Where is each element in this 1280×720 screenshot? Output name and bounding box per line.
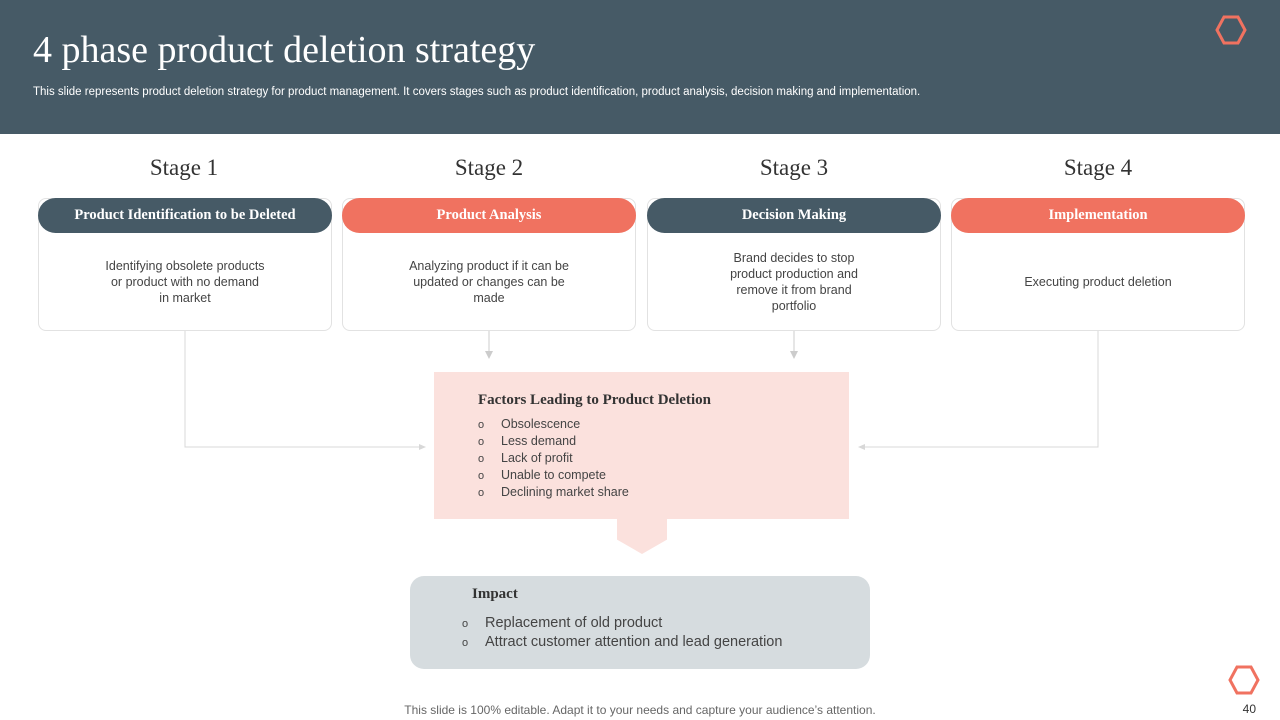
- page-subtitle: This slide represents product deletion s…: [33, 86, 921, 98]
- arrowhead-stage-3: [790, 351, 798, 359]
- factors-title: Factors Leading to Product Deletion: [478, 392, 712, 408]
- impact-title: Impact: [472, 586, 518, 602]
- stage-4-card: Implementation Executing product deletio…: [951, 198, 1245, 331]
- connector-stage-1: [184, 331, 420, 448]
- stage-3-heading: Decision Making: [647, 198, 941, 233]
- stage-3-label: Stage 3: [759, 155, 829, 180]
- stage-1-label: Stage 1: [149, 155, 219, 180]
- arrowhead-stage-4: [858, 444, 865, 450]
- stage-2-card: Product Analysis Analyzing product if it…: [342, 198, 636, 331]
- arrowhead-stage-1: [419, 444, 426, 450]
- stage-1-heading: Product Identification to be Deleted: [38, 198, 332, 233]
- stage-4-label: Stage 4: [1063, 155, 1133, 180]
- page-number: 40: [1242, 702, 1256, 716]
- stage-4-heading: Implementation: [951, 198, 1245, 233]
- stage-1-description: Identifying obsolete products or product…: [105, 258, 265, 305]
- stage-3-card: Decision Making Brand decides to stop pr…: [647, 198, 941, 331]
- stage-2-description: Analyzing product if it can be updated o…: [409, 258, 569, 305]
- page-title: 4 phase product deletion strategy: [33, 29, 536, 71]
- stage-1-card: Product Identification to be Deleted Ide…: [38, 198, 332, 331]
- hexagon-outline-icon: [1215, 15, 1247, 45]
- header-banner: 4 phase product deletion strategy This s…: [0, 0, 1280, 134]
- stage-2-heading: Product Analysis: [342, 198, 636, 233]
- arrowhead-stage-2: [485, 351, 493, 359]
- hexagon-outline-icon: [1228, 665, 1260, 695]
- stage-4-description: Executing product deletion: [1024, 274, 1172, 289]
- connector-stage-4: [864, 331, 1099, 448]
- stage-2-label: Stage 2: [454, 155, 524, 180]
- stage-3-description: Brand decides to stop product production…: [730, 250, 858, 313]
- footer-note: This slide is 100% editable. Adapt it to…: [404, 703, 876, 717]
